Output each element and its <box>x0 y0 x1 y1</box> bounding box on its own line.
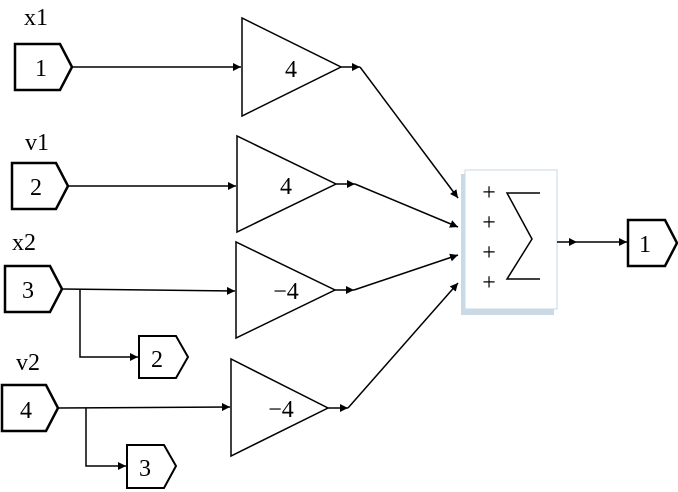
gain-2-value: 4 <box>280 174 292 200</box>
inport-4-signal-label: v2 <box>16 350 40 376</box>
sigma-icon <box>505 192 540 280</box>
inport-3-number: 3 <box>22 278 34 304</box>
inport-4-block[interactable]: 4 <box>0 383 60 433</box>
inport-1-signal-label: x1 <box>24 5 48 31</box>
sum-sign-2: + <box>482 210 496 236</box>
inport-3-signal-label: x2 <box>12 230 36 256</box>
signal-line-gain1-to-sum <box>359 66 459 199</box>
gain-4-value: −4 <box>268 397 294 423</box>
signal-line-v2-to-outport3 <box>85 408 126 470</box>
gain-block-4[interactable]: −4 <box>230 357 330 458</box>
gain-3-value: −4 <box>273 279 299 305</box>
signal-line-x2-to-outport2 <box>79 289 138 361</box>
sum-block[interactable]: + + + + <box>461 169 558 315</box>
sum-sign-1: + <box>482 180 496 206</box>
inport-1-number: 1 <box>35 56 47 82</box>
outport-2-number: 2 <box>151 347 163 373</box>
gain-block-1[interactable]: 4 <box>241 16 343 118</box>
inport-2-number: 2 <box>30 175 42 201</box>
outport-1-block[interactable]: 1 <box>626 218 678 268</box>
outport-2-block[interactable]: 2 <box>138 335 190 379</box>
inport-2-signal-label: v1 <box>25 130 49 156</box>
outport-3-block[interactable]: 3 <box>126 444 178 489</box>
outport-1-number: 1 <box>639 232 651 258</box>
gain-block-3[interactable]: −4 <box>235 240 337 340</box>
sum-sign-4: + <box>482 270 496 296</box>
inport-1-block[interactable]: 1 <box>13 42 74 92</box>
inport-2-block[interactable]: 2 <box>10 161 70 211</box>
outport-3-number: 3 <box>139 456 151 482</box>
gain-block-2[interactable]: 4 <box>236 134 338 234</box>
signal-line-gain4-to-sum <box>347 282 459 409</box>
signal-line-x2-to-gain3 <box>61 286 236 295</box>
inport-3-block[interactable]: 3 <box>3 264 64 314</box>
signal-line-gain3-to-sum <box>353 253 459 291</box>
gain-1-value: 4 <box>285 57 297 83</box>
inport-4-number: 4 <box>20 398 32 424</box>
signal-line-gain2-to-sum <box>354 183 459 228</box>
sum-sign-3: + <box>482 240 496 266</box>
signal-line-v2-to-gain4 <box>57 403 231 412</box>
